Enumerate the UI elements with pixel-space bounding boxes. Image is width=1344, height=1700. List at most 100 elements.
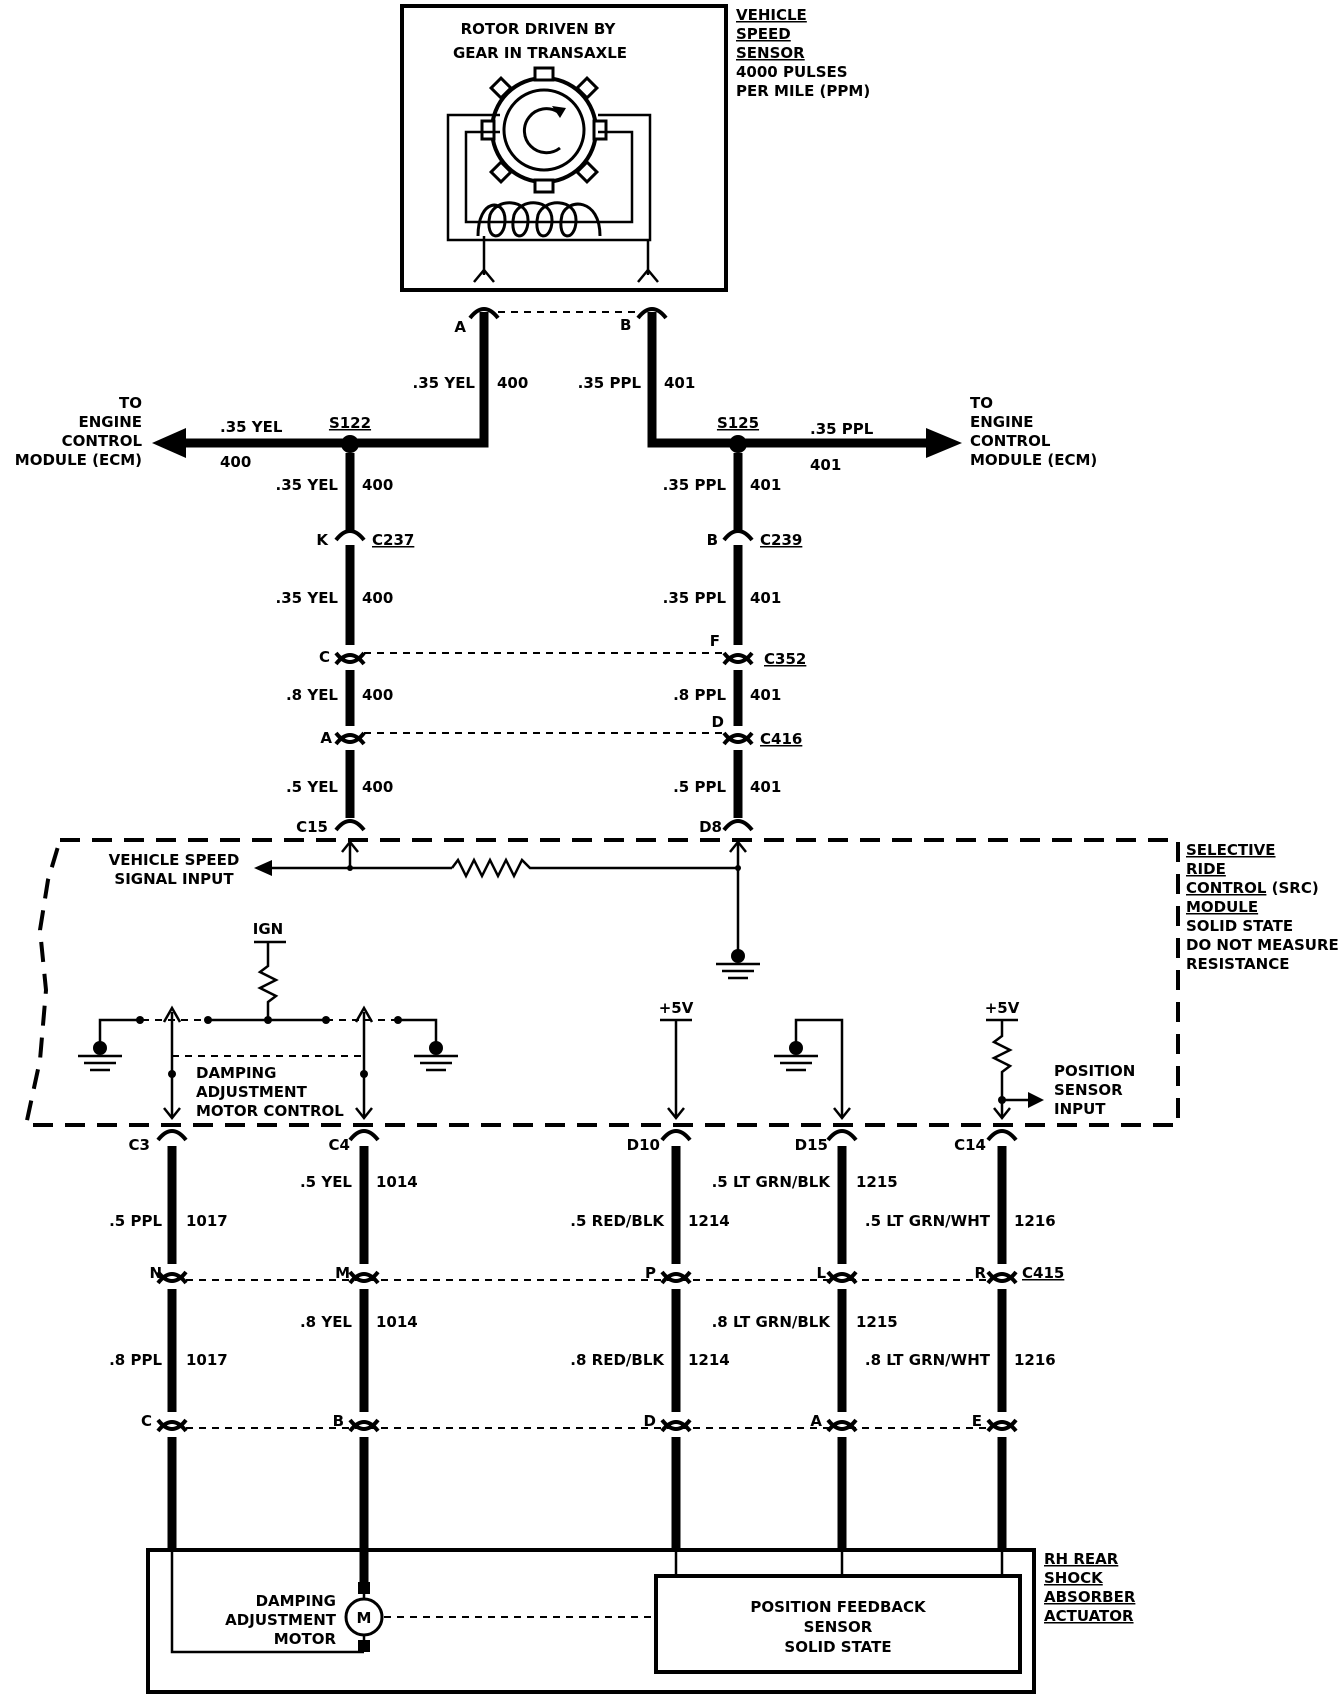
rotation-arrow-icon: [522, 107, 561, 155]
vss-input-2: SIGNAL INPUT: [114, 870, 234, 888]
lower-circuits: C3 .5 PPL 1017 N .8 PPL 1017 C C4 .5 YEL…: [109, 1129, 1064, 1582]
left-ecm-gauge: .35 YEL: [220, 418, 283, 436]
ground-icon: [78, 1041, 122, 1072]
actuator-name-3: ABSORBER: [1044, 1588, 1136, 1606]
wire-1215-gauge-1: .5 LT GRN/BLK: [712, 1173, 832, 1191]
damping-control-2: ADJUSTMENT: [196, 1083, 308, 1101]
left-circuit-column: S122 .35 YEL 400 K C237 .35 YEL 400 C .8…: [276, 414, 415, 836]
src-name-1: SELECTIVE: [1186, 841, 1276, 859]
motor-label-1: DAMPING: [256, 1592, 336, 1610]
pin-d-bottom: D: [644, 1412, 656, 1430]
motor-symbol: M: [357, 1609, 372, 1627]
pin-c15: C15: [296, 818, 328, 836]
wire-1017-gauge-2: .8 PPL: [109, 1351, 162, 1369]
wire-a-gauge: .35 YEL: [413, 374, 476, 392]
pfs-label-2: SENSOR: [804, 1618, 873, 1636]
shock-absorber-actuator: RH REAR SHOCK ABSORBER ACTUATOR M DAMPIN…: [146, 1548, 1136, 1694]
connector-a: [468, 307, 500, 320]
src-name-4: MODULE: [1186, 898, 1258, 916]
rotor-label-2: GEAR IN TRANSAXLE: [453, 44, 627, 62]
wire-1214-gauge-2: .8 RED/BLK: [570, 1351, 665, 1369]
circuit-1216: C14 .5 LT GRN/WHT 1216 R .8 LT GRN/WHT 1…: [865, 1129, 1056, 1550]
right-seg3-circuit: 401: [750, 686, 781, 704]
ecm-right-4: MODULE (ECM): [970, 451, 1097, 469]
position-input-arrow-icon: [1028, 1092, 1044, 1108]
ign-resistor-icon: [257, 942, 279, 1020]
right-seg1-gauge: .35 PPL: [663, 476, 727, 494]
connector-c415: C415: [1022, 1264, 1064, 1282]
wire-1214-circuit-2: 1214: [688, 1351, 730, 1369]
motor-label-3: MOTOR: [274, 1630, 337, 1648]
left-seg2-circuit: 400: [362, 589, 393, 607]
ecm-right-2: ENGINE: [970, 413, 1034, 431]
src-note-1: SOLID STATE: [1186, 917, 1293, 935]
pin-p: P: [645, 1264, 656, 1282]
connector-c416: C416: [760, 730, 802, 748]
damping-control-3: MOTOR CONTROL: [196, 1102, 344, 1120]
plus5v-label-1: +5V: [659, 999, 694, 1017]
actuator-name-1: RH REAR: [1044, 1550, 1119, 1568]
sensor-name-2: SPEED: [736, 25, 791, 43]
right-seg2-circuit: 401: [750, 589, 781, 607]
ground-icon: [414, 1041, 458, 1072]
pin-b-label: B: [620, 316, 631, 334]
wire-1014-circuit-2: 1014: [376, 1313, 418, 1331]
left-ecm-circuit: 400: [220, 453, 251, 471]
pin-c14: C14: [954, 1136, 986, 1154]
pin-c4: C4: [329, 1136, 350, 1154]
position-input-2: SENSOR: [1054, 1081, 1123, 1099]
right-ecm-circuit: 401: [810, 456, 841, 474]
pin-n: N: [149, 1264, 162, 1282]
left-seg3-circuit: 400: [362, 686, 393, 704]
sensor-name-1: VEHICLE: [736, 6, 807, 24]
src-module-boundary: [23, 838, 1180, 1127]
right-seg1-circuit: 401: [750, 476, 781, 494]
wire-1017-gauge-1: .5 PPL: [109, 1212, 162, 1230]
actuator-name-2: SHOCK: [1044, 1569, 1104, 1587]
pin-k: K: [316, 531, 329, 549]
left-seg4-circuit: 400: [362, 778, 393, 796]
motor-label-2: ADJUSTMENT: [225, 1611, 337, 1629]
ground-icon: [774, 1041, 818, 1072]
splice-s125: S125: [717, 414, 759, 432]
circuit-1014: C4 .5 YEL 1014 M .8 YEL 1014 B: [300, 1129, 418, 1582]
pin-a-label: A: [454, 318, 466, 336]
sensor-name-3: SENSOR: [736, 44, 805, 62]
connector-c237: C237: [372, 531, 414, 549]
wire-400-to-ecm: [180, 312, 489, 448]
pin-b-right: B: [707, 531, 718, 549]
sensor-spec-2: PER MILE (PPM): [736, 82, 870, 100]
ecm-right-3: CONTROL: [970, 432, 1051, 450]
src-module: SELECTIVE RIDE CONTROL (SRC) MODULE SOLI…: [23, 838, 1339, 1127]
pin-b-bottom: B: [333, 1412, 344, 1430]
ecm-arrow-right-icon: [926, 428, 962, 458]
pin-f: F: [710, 632, 720, 650]
splice-s122: S122: [329, 414, 371, 432]
connector-c352: C352: [764, 650, 806, 668]
left-seg1-circuit: 400: [362, 476, 393, 494]
src-note-2: DO NOT MEASURE: [1186, 936, 1339, 954]
connector-c239: C239: [760, 531, 802, 549]
pin-a-bottom: A: [810, 1412, 822, 1430]
wire-1017-circuit-2: 1017: [186, 1351, 228, 1369]
damping-control-1: DAMPING: [196, 1064, 276, 1082]
wire-1215-circuit-1: 1215: [856, 1173, 898, 1191]
wire-1017-circuit-1: 1017: [186, 1212, 228, 1230]
wire-a-circuit: 400: [497, 374, 528, 392]
pullup-resistor-icon: [991, 1020, 1013, 1118]
right-seg4-circuit: 401: [750, 778, 781, 796]
pin-e-bottom: E: [972, 1412, 982, 1430]
circuit-1017: C3 .5 PPL 1017 N .8 PPL 1017 C: [109, 1129, 228, 1550]
right-seg3-gauge: .8 PPL: [673, 686, 726, 704]
pin-d-right: D: [712, 713, 724, 731]
wire-1216-gauge-1: .5 LT GRN/WHT: [865, 1212, 991, 1230]
ground-icon: [716, 949, 760, 980]
pin-l: L: [816, 1264, 826, 1282]
actuator-box: [146, 1548, 1036, 1694]
wire-401-to-ecm: [647, 312, 928, 448]
pfs-label-3: SOLID STATE: [784, 1638, 891, 1656]
plus5v-label-2: +5V: [985, 999, 1020, 1017]
connector-b: [636, 307, 668, 320]
ecm-right-1: TO: [970, 394, 993, 412]
